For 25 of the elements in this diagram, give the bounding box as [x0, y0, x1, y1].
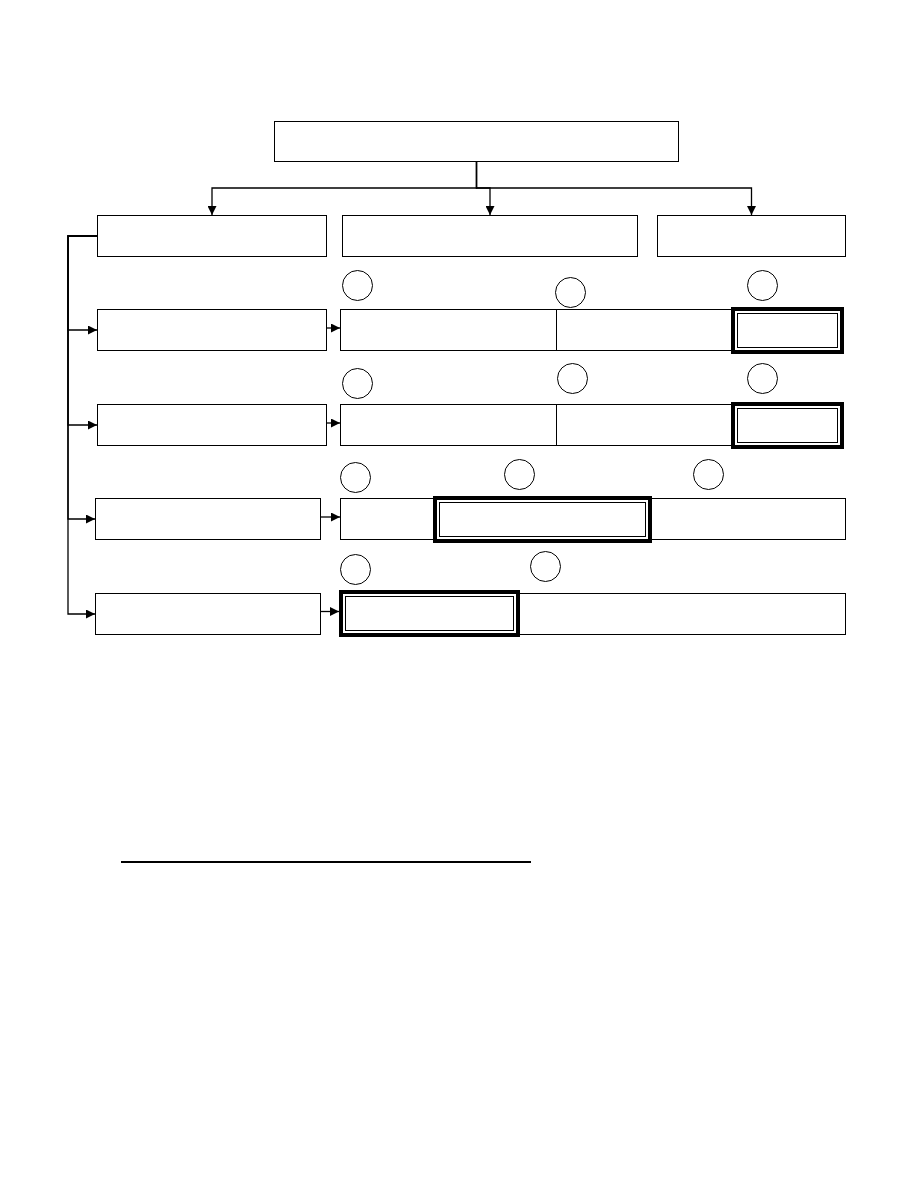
- process-box: [340, 404, 557, 446]
- process-box: [651, 498, 846, 540]
- process-box: [97, 404, 327, 446]
- double-border-box: [433, 496, 652, 543]
- process-box: [274, 121, 679, 162]
- process-box: [556, 404, 734, 446]
- process-box: [97, 309, 327, 351]
- process-box: [657, 215, 846, 257]
- arrow: [326, 418, 341, 428]
- process-box: [95, 498, 321, 540]
- process-box: [95, 593, 321, 635]
- double-border-box: [339, 590, 520, 637]
- process-box: [97, 215, 327, 257]
- process-box: [342, 215, 638, 257]
- process-box: [340, 498, 435, 540]
- process-box: [340, 309, 557, 351]
- arrow: [475, 161, 756, 216]
- arrow: [320, 607, 340, 616]
- process-box: [519, 593, 846, 635]
- arrow: [67, 235, 98, 619]
- arrow: [326, 323, 341, 333]
- double-border-box: [731, 402, 844, 449]
- double-border-box: [731, 307, 844, 354]
- process-box: [556, 309, 734, 351]
- arrow: [320, 512, 341, 522]
